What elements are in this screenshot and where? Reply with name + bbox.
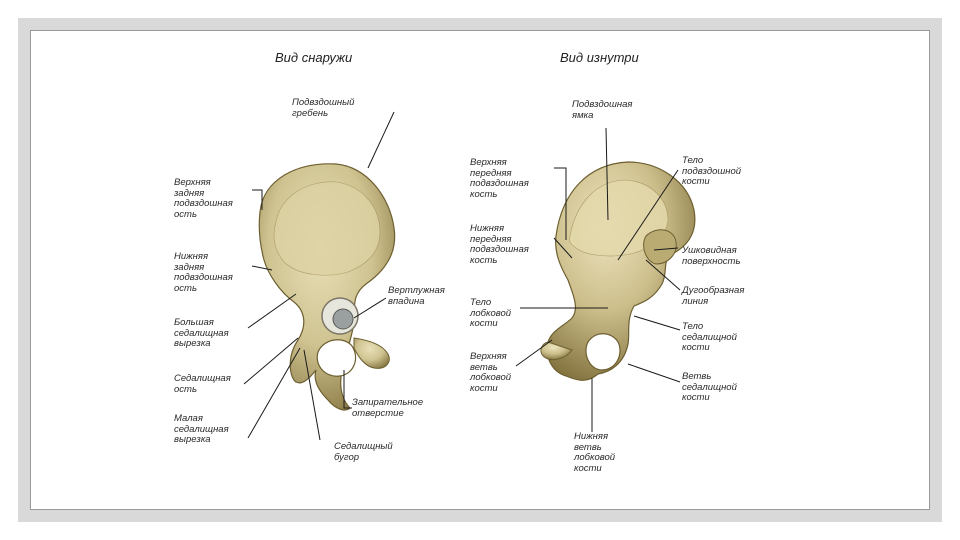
anatomy-illustration: Вид снаружи Вид изнутри Подвздошный греб… [168, 40, 770, 492]
acetabulum-fossa [333, 309, 353, 329]
label-ischium-body: Тело седалищной кости [682, 322, 737, 354]
heading-inside-view: Вид изнутри [560, 50, 639, 65]
label-obturator-foramen: Запирательное отверстие [352, 398, 423, 419]
hip-bone-inside-view [541, 162, 695, 380]
heading-outside-view: Вид снаружи [275, 50, 352, 65]
label-iliac-crest: Подвздошный гребень [292, 98, 354, 119]
label-inferior-pubic-ramus: Нижняя ветвь лобковой кости [574, 432, 615, 474]
label-ischial-spine: Седалищная ость [174, 374, 231, 395]
label-posterior-superior-iliac-spine: Верхняя задняя подвздошная ость [174, 178, 233, 220]
obturator-foramen-outside [317, 340, 355, 376]
label-greater-sciatic-notch: Большая седалищная вырезка [174, 318, 229, 350]
hip-bone-outside-view [259, 164, 394, 410]
label-ischial-tuberosity: Седалищный бугор [334, 442, 393, 463]
pelvic-bone-drawing [168, 40, 770, 492]
pubic-ramus-outside [354, 338, 389, 368]
label-acetabulum: Вертлужная впадина [388, 286, 445, 307]
label-arcuate-line: Дугообразная линия [682, 286, 744, 307]
label-anterior-superior-iliac-spine: Верхняя передняя подвздошная кость [470, 158, 529, 200]
label-superior-pubic-ramus: Верхняя ветвь лобковой кости [470, 352, 511, 394]
label-ilium-body: Тело подвздошной кости [682, 156, 741, 188]
label-pubic-body: Тело лобковой кости [470, 298, 511, 330]
label-posterior-inferior-iliac-spine: Нижняя задняя подвздошная ость [174, 252, 233, 294]
auricular-surface [644, 230, 677, 264]
obturator-foramen-inside [586, 334, 620, 370]
label-lesser-sciatic-notch: Малая седалищная вырезка [174, 414, 229, 446]
label-auricular-surface: Ушковидная поверхность [682, 246, 740, 267]
label-ischial-ramus: Ветвь седалищной кости [682, 372, 737, 404]
label-anterior-inferior-iliac-spine: Нижняя передняя подвздошная кость [470, 224, 529, 266]
label-iliac-fossa: Подвздошная ямка [572, 100, 632, 121]
